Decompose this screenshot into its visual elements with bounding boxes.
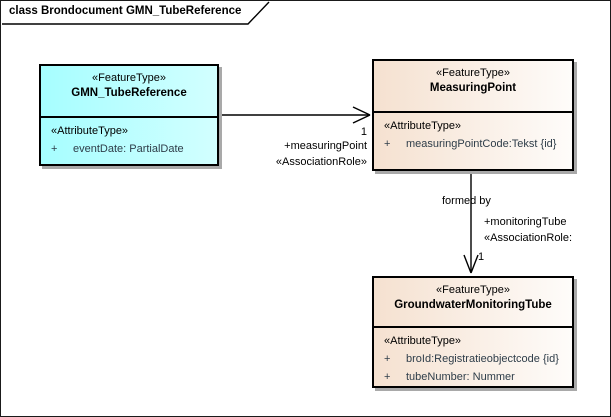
class-header: «FeatureType» GMN_TubeReference [41, 66, 217, 118]
class-name: GMN_TubeReference [71, 87, 187, 99]
attribute-visibility: + [51, 143, 58, 155]
class-box-measuringpoint[interactable]: «FeatureType» MeasuringPoint «AttributeT… [372, 59, 574, 171]
role-label-measuringpoint: +measuringPoint [284, 140, 367, 152]
attribute-stereotype: «AttributeType» [384, 335, 462, 347]
class-stereotype: «FeatureType» [436, 284, 510, 296]
attribute-text: measuringPointCode:Tekst {id} [406, 138, 557, 150]
attribute-text: broId:Registratieobjectcode {id} [406, 353, 559, 365]
attribute-visibility: + [384, 138, 391, 150]
attribute-visibility: + [384, 371, 391, 383]
attribute-stereotype: «AttributeType» [51, 125, 129, 137]
attribute-visibility: + [384, 353, 391, 365]
attribute-row: + tubeNumber: Nummer [384, 370, 570, 385]
diagram-title: class Brondocument GMN_TubeReference [9, 5, 242, 17]
multiplicity-label: 1 [478, 251, 485, 263]
class-stereotype: «FeatureType» [92, 72, 166, 84]
class-box-gmn-tubereference[interactable]: «FeatureType» GMN_TubeReference «Attribu… [39, 64, 219, 166]
association-measuringpoint-line [220, 106, 371, 124]
attribute-row: + measuringPointCode:Tekst {id} [384, 137, 570, 152]
class-name: GroundwaterMonitoringTube [394, 299, 552, 311]
class-stereotype: «FeatureType» [436, 67, 510, 79]
attribute-text: eventDate: PartialDate [73, 143, 184, 155]
attribute-row: + broId:Registratieobjectcode {id} [384, 352, 570, 367]
attribute-text: tubeNumber: Nummer [406, 371, 515, 383]
class-header: «FeatureType» GroundwaterMonitoringTube [374, 278, 572, 328]
association-monitoringtube-line [463, 173, 479, 274]
attribute-compartment: «AttributeType» + broId:Registratieobjec… [374, 328, 572, 385]
role-label-monitoringtube: +monitoringTube [484, 216, 567, 228]
attribute-row: + eventDate: PartialDate [51, 142, 215, 157]
class-header: «FeatureType» MeasuringPoint [374, 61, 572, 113]
attribute-compartment: «AttributeType» + eventDate: PartialDate [41, 118, 217, 157]
class-box-groundwatermonitoringtube[interactable]: «FeatureType» GroundwaterMonitoringTube … [372, 276, 574, 388]
attribute-stereotype: «AttributeType» [384, 120, 462, 132]
multiplicity-label: 1 [360, 126, 367, 138]
association-stereotype-label: «AssociationRole: [484, 232, 573, 244]
class-name: MeasuringPoint [429, 82, 517, 94]
association-stereotype-label: «AssociationRole» [275, 156, 367, 168]
attribute-compartment: «AttributeType» + measuringPointCode:Tek… [374, 113, 572, 152]
association-name-label: formed by [442, 195, 491, 207]
